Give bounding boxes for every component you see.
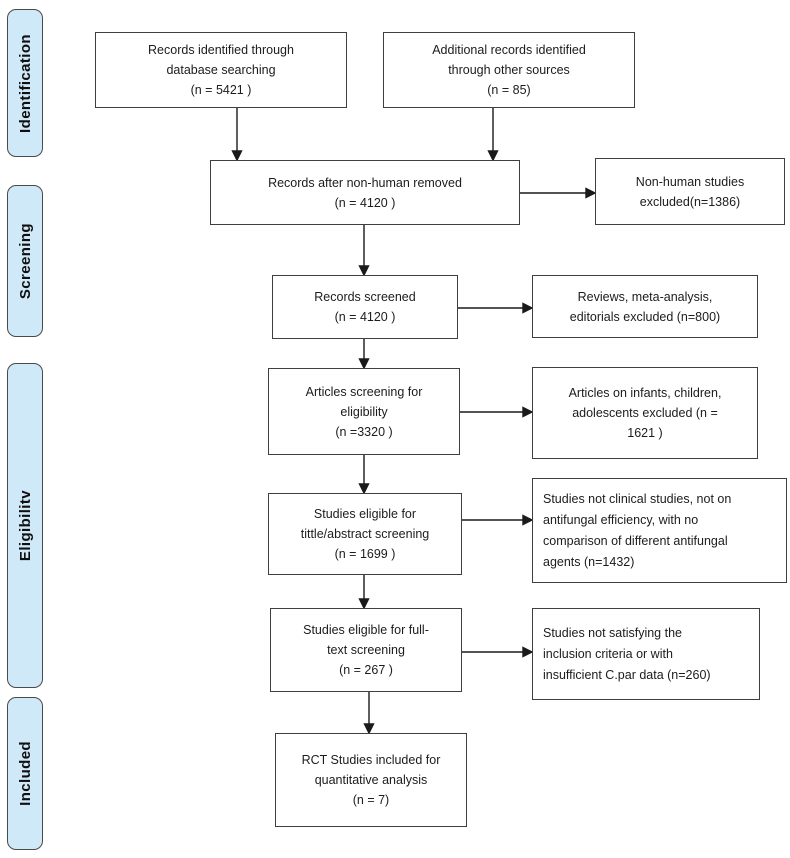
flow-box-additional-records: Additional records identified through ot…: [383, 32, 635, 108]
stage-identification-label: Identification: [16, 33, 34, 133]
flow-box-title-abstract-screening: Studies eligible for tittle/abstract scr…: [268, 493, 462, 575]
flow-box-full-text-screening: Studies eligible for full- text screenin…: [270, 608, 462, 692]
stage-included-label: Included: [16, 741, 34, 806]
flow-box-articles-screening-eligibility: Articles screening for eligibility (n =3…: [268, 368, 460, 455]
flow-box-infants-excluded: Articles on infants, children, adolescen…: [532, 367, 758, 459]
flow-box-rct-included: RCT Studies included for quantitative an…: [275, 733, 467, 827]
stage-screening: Screening: [7, 185, 43, 337]
stage-identification: Identification: [7, 9, 43, 157]
flow-box-after-nonhuman-removed: Records after non-human removed (n = 412…: [210, 160, 520, 225]
flow-box-not-satisfying-excluded: Studies not satisfying the inclusion cri…: [532, 608, 760, 700]
flow-box-not-clinical-excluded: Studies not clinical studies, not on ant…: [532, 478, 787, 583]
stage-eligibility-label: Eligibilitv: [16, 489, 34, 562]
flow-box-nonhuman-excluded: Non-human studies excluded(n=1386): [595, 158, 785, 225]
flow-box-records-screened: Records screened (n = 4120 ): [272, 275, 458, 339]
stage-included: Included: [7, 697, 43, 850]
flow-box-records-identified: Records identified through database sear…: [95, 32, 347, 108]
flow-box-reviews-excluded: Reviews, meta-analysis, editorials exclu…: [532, 275, 758, 338]
stage-eligibility: Eligibilitv: [7, 363, 43, 688]
stage-screening-label: Screening: [16, 222, 34, 300]
